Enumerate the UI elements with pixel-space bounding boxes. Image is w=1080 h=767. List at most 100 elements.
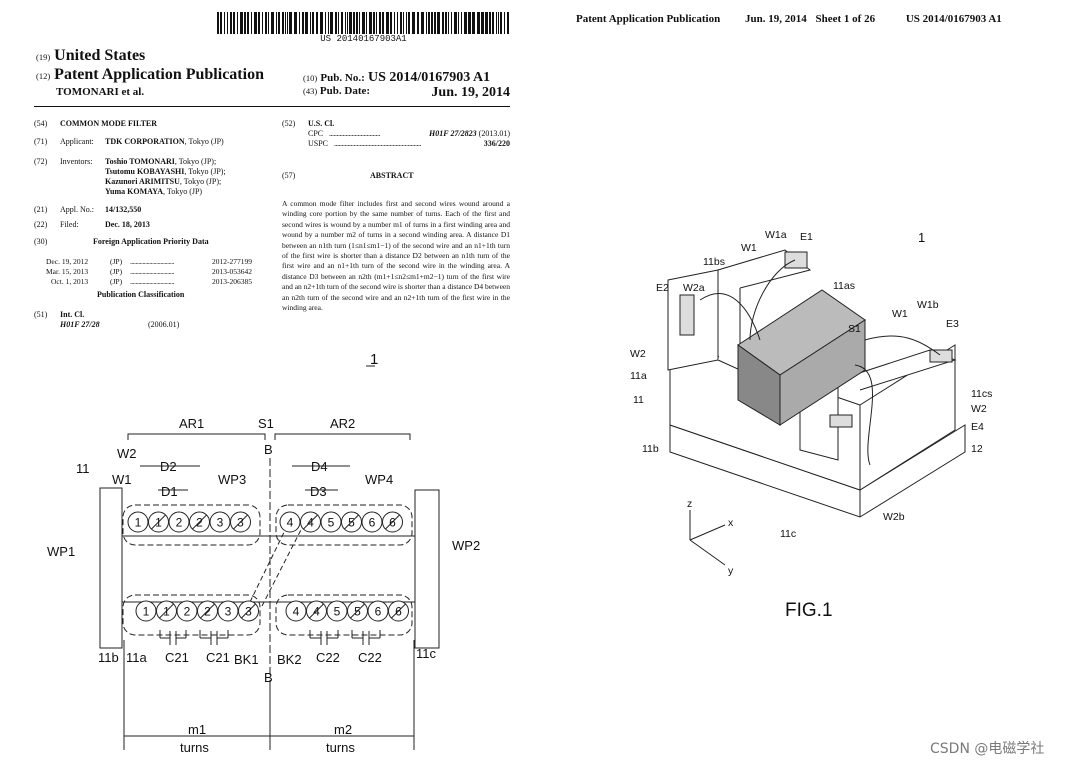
barcode-bar	[271, 12, 274, 34]
barcode-bar	[247, 12, 249, 34]
barcode-number: US 20140167903A1	[320, 34, 407, 44]
priority-row: Dec. 19, 2012 (JP) .....................…	[34, 257, 274, 267]
barcode-bar	[310, 12, 311, 34]
barcode-bar	[244, 12, 246, 34]
applno-label: Appl. No.:	[60, 205, 94, 214]
axis-x	[689, 524, 726, 541]
turn-number: 3	[237, 516, 244, 530]
barcode	[217, 12, 509, 34]
barcode-bar	[366, 12, 367, 34]
inventor-line: Toshio TOMONARI, Tokyo (JP);	[105, 157, 226, 167]
fig1-caption: FIG.1	[785, 600, 833, 621]
label-w2: W2	[117, 446, 137, 461]
barcode-bar	[230, 12, 232, 34]
barcode-bar	[282, 12, 284, 34]
turn-hatch	[309, 603, 324, 619]
sheet-pub-label: Patent Application Publication	[576, 13, 721, 25]
barcode-bar	[390, 12, 392, 34]
barcode-bar	[362, 12, 365, 34]
barcode-bar	[481, 12, 484, 34]
applicant-name: TDK CORPORATION	[105, 137, 185, 146]
barcode-bar	[285, 12, 286, 34]
inventor-name: Kazunori ARIMITSU	[105, 177, 180, 186]
barcode-bar	[445, 12, 447, 34]
priority-heading: Foreign Application Priority Data	[93, 237, 209, 246]
inventor-loc: , Tokyo (JP);	[174, 157, 217, 166]
intcl-num: (51)	[34, 310, 48, 319]
intcl-code: H01F 27/28	[60, 320, 100, 329]
priority-dots: ................................	[130, 277, 175, 286]
label-c22: C22	[358, 650, 382, 665]
barcode-bar	[397, 12, 398, 34]
sheet-pub-number: US 2014/0167903 A1	[905, 13, 1002, 25]
front-figure-ref: 1	[370, 351, 378, 368]
barcode-bar	[276, 12, 277, 34]
flange-right	[414, 489, 440, 649]
label-b-top: B	[264, 442, 273, 457]
title-num: (54)	[34, 119, 48, 128]
barcode-bar	[434, 12, 436, 34]
barcode-bar	[251, 12, 252, 34]
inventors-label: Inventors:	[60, 157, 93, 166]
sheet-number: Sheet 1 of 26	[815, 13, 876, 25]
barcode-bar	[217, 12, 219, 34]
barcode-bar	[400, 12, 402, 34]
label-11a: 11a	[126, 650, 147, 665]
barcode-bar	[442, 12, 444, 34]
turn-hatch	[233, 514, 248, 530]
barcode-bar	[233, 12, 235, 34]
uscl-label: U.S. Cl.	[308, 119, 335, 128]
cpc-dots: ..................................	[329, 129, 381, 138]
turn-number: 3	[245, 605, 252, 619]
electrode-e2	[679, 294, 695, 336]
capacitor-c21	[159, 630, 187, 645]
country-text: United States	[54, 47, 146, 64]
barcode-bar	[345, 12, 346, 34]
turn-hatch	[344, 514, 359, 530]
ar1-brace	[127, 433, 266, 440]
barcode-bar	[492, 12, 494, 34]
label-d2: D2	[160, 459, 177, 474]
intcl-year: (2006.01)	[148, 320, 180, 329]
barcode-bar	[448, 12, 449, 34]
cross-wire	[249, 519, 291, 603]
label-bk2: BK2	[277, 652, 302, 667]
label-11: 11	[76, 461, 90, 476]
priority-country: (JP)	[110, 267, 123, 276]
turn-number: 6	[375, 605, 382, 619]
abstract-text: A common mode filter includes first and …	[282, 199, 510, 313]
label-11bs: 11bs	[703, 256, 725, 268]
label-e4: E4	[971, 421, 984, 433]
turn-number: 3	[225, 605, 232, 619]
barcode-bar	[464, 12, 467, 34]
barcode-bar	[507, 12, 509, 34]
label-y: y	[728, 565, 734, 577]
label-m1: m1	[188, 722, 206, 737]
barcode-bar	[237, 12, 238, 34]
barcode-bar	[265, 12, 267, 34]
biblio-right: (52) U.S. Cl. CPC ......................…	[282, 119, 510, 191]
priority-no: 2013-206385	[212, 277, 252, 286]
barcode-bar	[406, 12, 407, 34]
wire-w2	[699, 293, 761, 341]
inventor-loc: , Tokyo (JP);	[179, 177, 222, 186]
filed-num: (22)	[34, 220, 48, 229]
label-turns: turns	[180, 740, 209, 755]
barcode-bar	[477, 12, 480, 34]
uspc-code: 336/220	[483, 139, 510, 148]
filed-label: Filed:	[60, 220, 79, 229]
applno-value: 14/132,550	[105, 205, 142, 214]
barcode-bar	[386, 12, 389, 34]
priority-row: Oct. 1, 2013 (JP) ......................…	[34, 277, 274, 287]
turn-number: 6	[369, 516, 376, 530]
barcode-bar	[500, 12, 502, 34]
electrode-e4	[829, 414, 853, 428]
turn-hatch	[350, 603, 365, 619]
capacitor-c22	[351, 630, 381, 645]
inventor-short: TOMONARI et al.	[56, 86, 145, 98]
applicant-loc: , Tokyo (JP)	[184, 137, 224, 146]
label-w1b: W1b	[917, 299, 939, 311]
flange-left	[99, 487, 123, 649]
priority-table: Dec. 19, 2012 (JP) .....................…	[34, 257, 274, 287]
